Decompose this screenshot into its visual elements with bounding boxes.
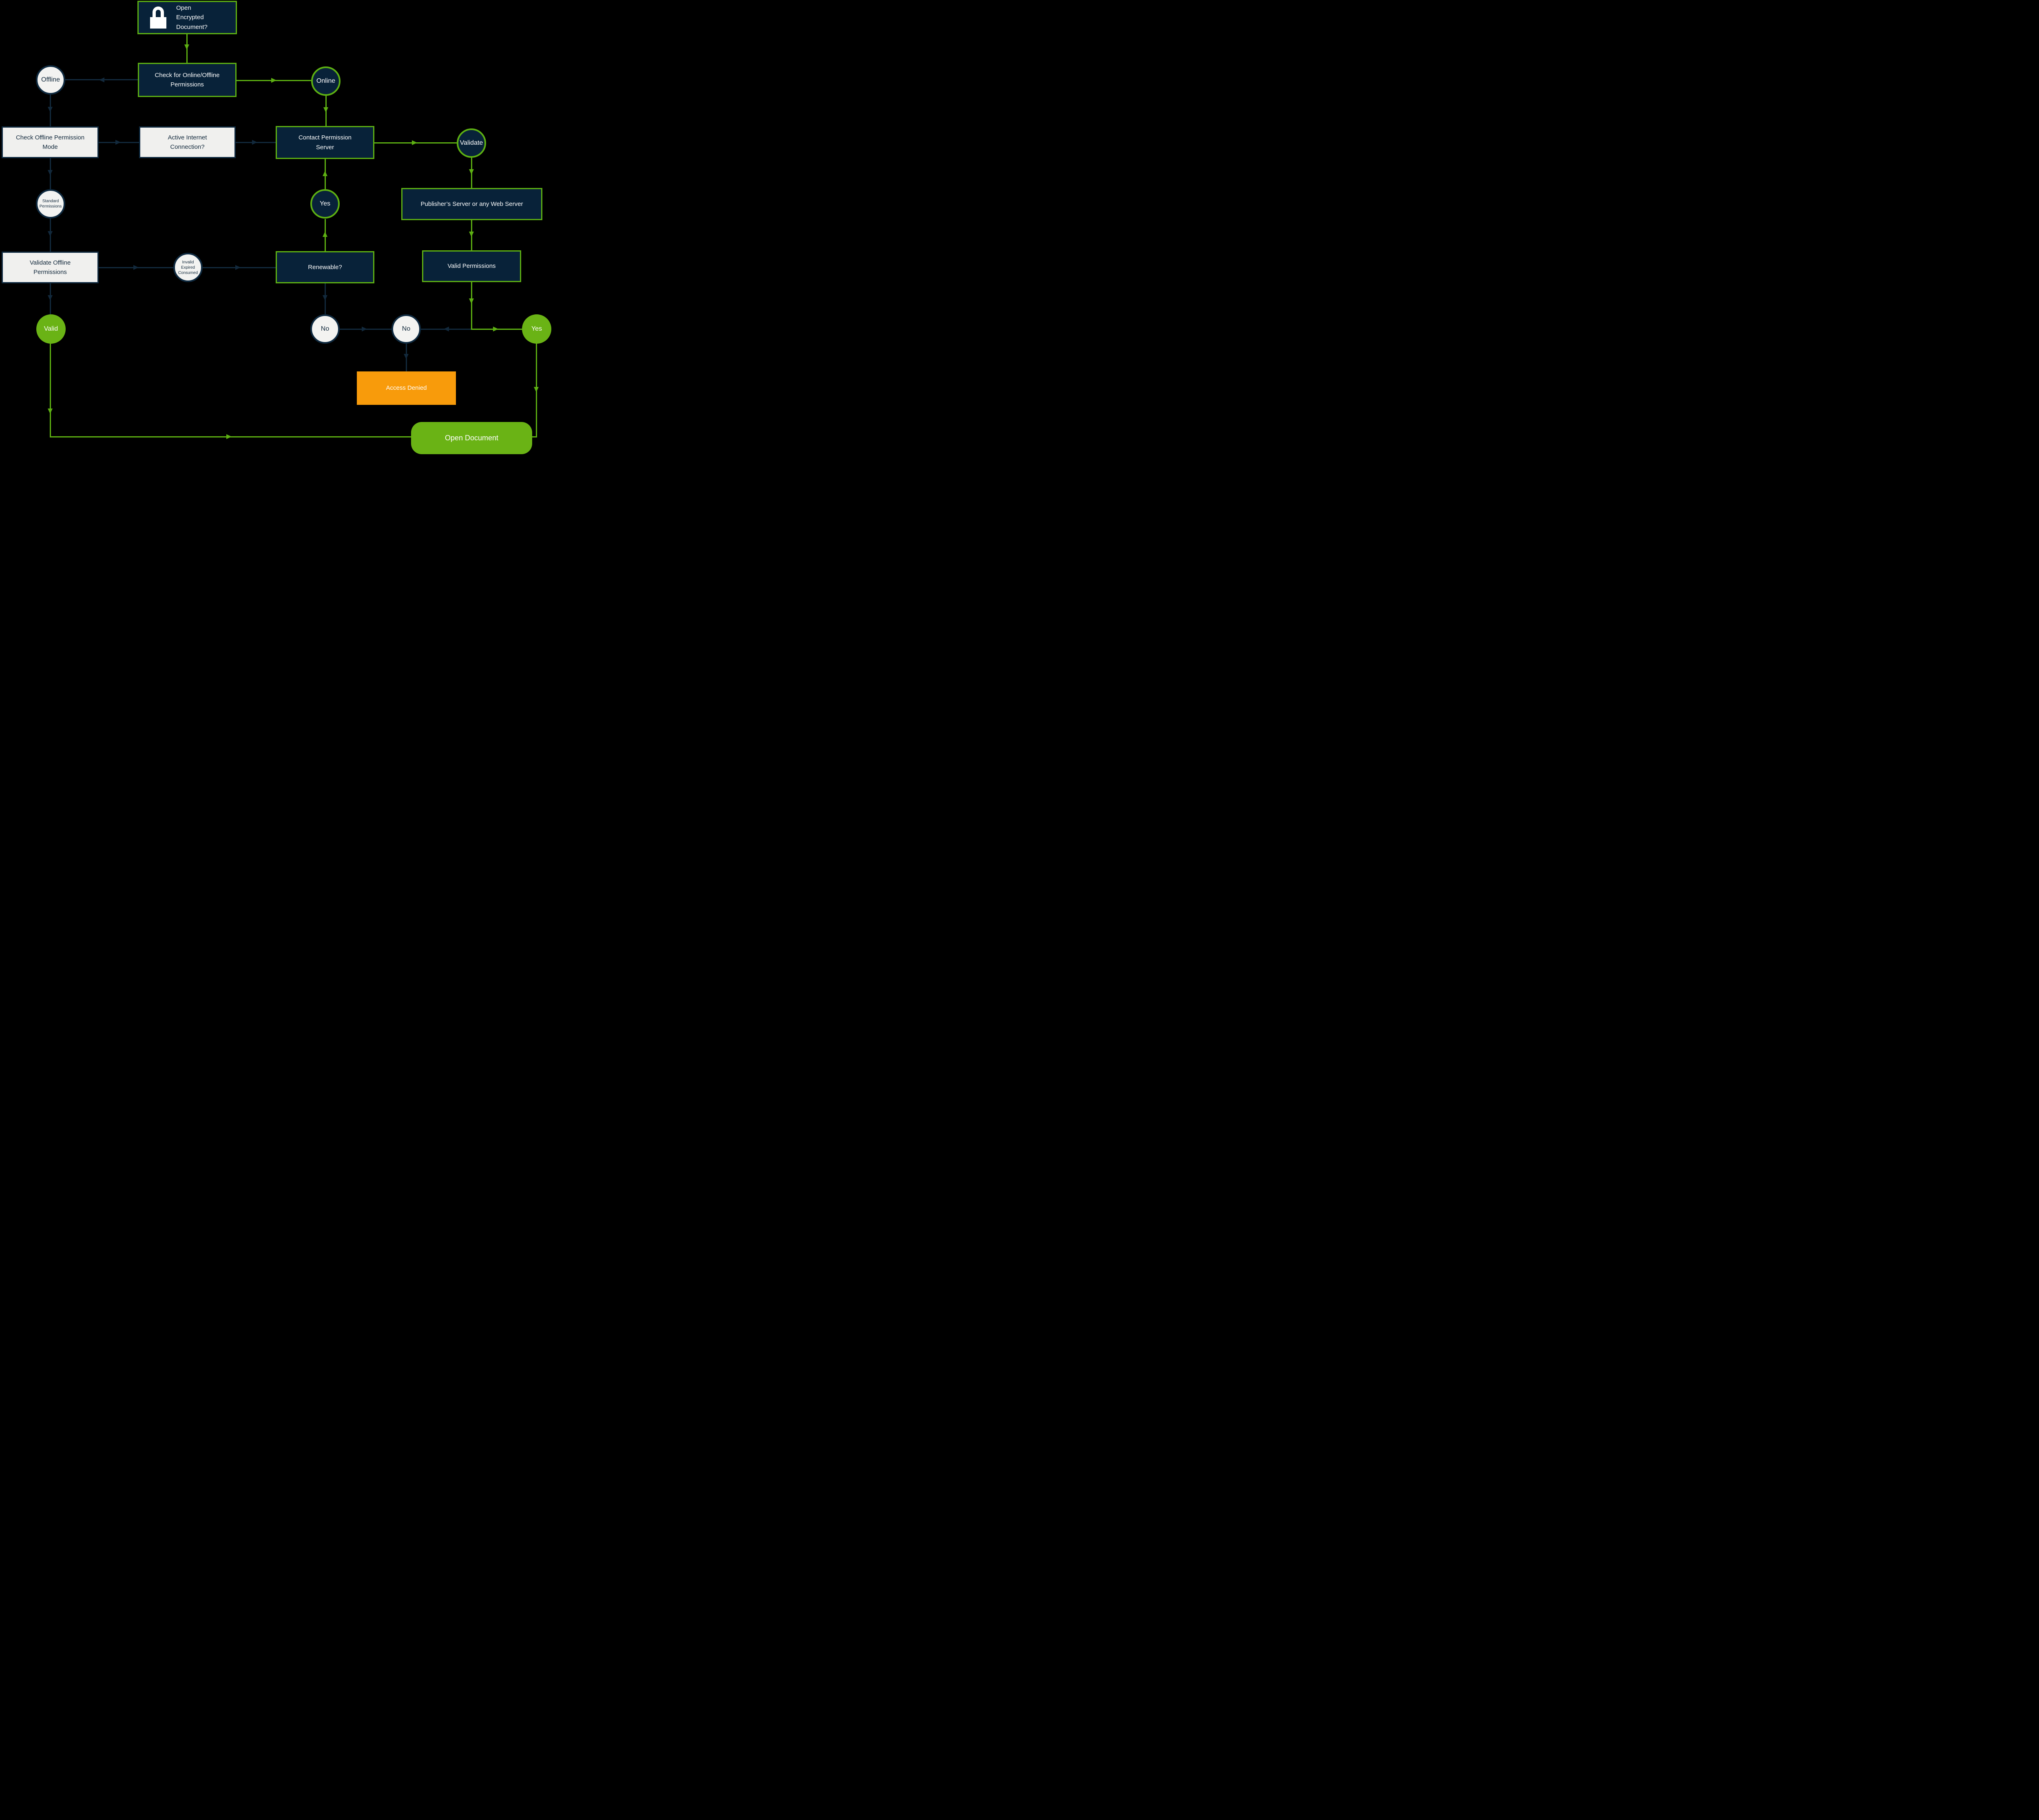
node-valid: Valid <box>36 314 66 344</box>
node-label: Open Document <box>445 434 499 442</box>
arrowhead <box>444 327 449 331</box>
arrowhead <box>252 140 257 145</box>
arrowhead <box>226 434 232 439</box>
node-validate: Validate <box>457 128 486 158</box>
node-label: Invalid Expired Consumed <box>178 260 198 275</box>
node-label: No <box>321 325 330 332</box>
arrowhead <box>235 265 241 270</box>
flowchart-canvas: Open Encrypted Document? Check for Onlin… <box>0 0 553 455</box>
node-no-valid-permissions: No <box>391 314 421 344</box>
connector-valid-permissions-to-junction <box>471 282 472 329</box>
arrowhead <box>99 77 104 82</box>
node-label: Publisher’s Server or any Web Server <box>420 200 523 208</box>
node-check-online-offline-permissions: Check for Online/Offline Permissions <box>138 63 237 97</box>
arrowhead <box>323 295 327 300</box>
arrowhead <box>493 327 498 331</box>
arrowhead <box>48 409 53 414</box>
node-label: Online <box>316 77 336 84</box>
arrowhead <box>115 140 121 145</box>
node-label: Check Offline Permission Mode <box>15 134 85 150</box>
arrowhead <box>469 169 474 174</box>
node-label: Offline <box>41 76 60 83</box>
node-label: Yes <box>531 325 542 332</box>
node-label: Contact Permission Server <box>298 134 352 151</box>
arrowhead <box>48 170 53 175</box>
arrowhead <box>404 354 409 359</box>
node-label: No <box>402 325 411 332</box>
node-label: Valid Permissions <box>447 263 496 270</box>
node-validate-offline-permissions: Validate Offline Permissions <box>2 252 99 283</box>
node-valid-permissions: Valid Permissions <box>422 250 521 282</box>
connector-yes-to-open-document <box>531 436 537 437</box>
node-publishers-server: Publisher’s Server or any Web Server <box>401 188 542 220</box>
arrowhead <box>133 265 139 270</box>
node-contact-permission-server: Contact Permission Server <box>276 126 374 159</box>
node-invalid-expired-consumed: Invalid Expired Consumed <box>173 253 203 282</box>
arrowhead <box>48 295 53 300</box>
arrowhead <box>534 387 539 392</box>
arrowhead <box>48 231 53 236</box>
node-label: Active Internet Connection? <box>168 134 207 150</box>
arrowhead <box>362 327 367 331</box>
node-yes-valid-permissions: Yes <box>522 314 551 344</box>
node-offline: Offline <box>36 65 65 95</box>
arrowhead <box>48 107 53 112</box>
node-online: Online <box>311 66 341 96</box>
arrowhead <box>271 78 276 83</box>
lock-icon <box>149 6 167 29</box>
node-label: Check for Online/Offline Permissions <box>155 71 220 88</box>
node-renewable: Renewable? <box>276 251 374 283</box>
node-open-encrypted-document: Open Encrypted Document? <box>137 1 237 34</box>
arrowhead <box>469 298 474 304</box>
node-label: Standard Permissions <box>39 199 62 209</box>
node-label: Access Denied <box>386 384 427 392</box>
arrowhead <box>184 44 189 50</box>
arrowhead <box>412 140 417 145</box>
node-label: Yes <box>319 200 331 207</box>
node-access-denied: Access Denied <box>357 371 456 405</box>
arrowhead <box>323 107 328 113</box>
node-standard-permissions: Standard Permissions <box>36 189 65 219</box>
node-label: Valid <box>44 325 58 332</box>
node-label: Renewable? <box>308 263 342 271</box>
node-open-document: Open Document <box>411 422 532 454</box>
connector-valid-down <box>50 344 51 437</box>
arrowhead <box>323 232 327 237</box>
arrowhead <box>323 171 327 176</box>
node-no-renewable: No <box>310 314 340 344</box>
node-check-offline-permission-mode: Check Offline Permission Mode <box>2 126 99 158</box>
node-label: Open Encrypted Document? <box>176 4 208 31</box>
arrowhead <box>469 232 474 237</box>
node-label: Validate Offline Permissions <box>29 259 71 276</box>
node-label: Validate <box>460 139 483 146</box>
node-active-internet-connection: Active Internet Connection? <box>139 126 236 158</box>
node-yes-renewable: Yes <box>310 189 340 219</box>
